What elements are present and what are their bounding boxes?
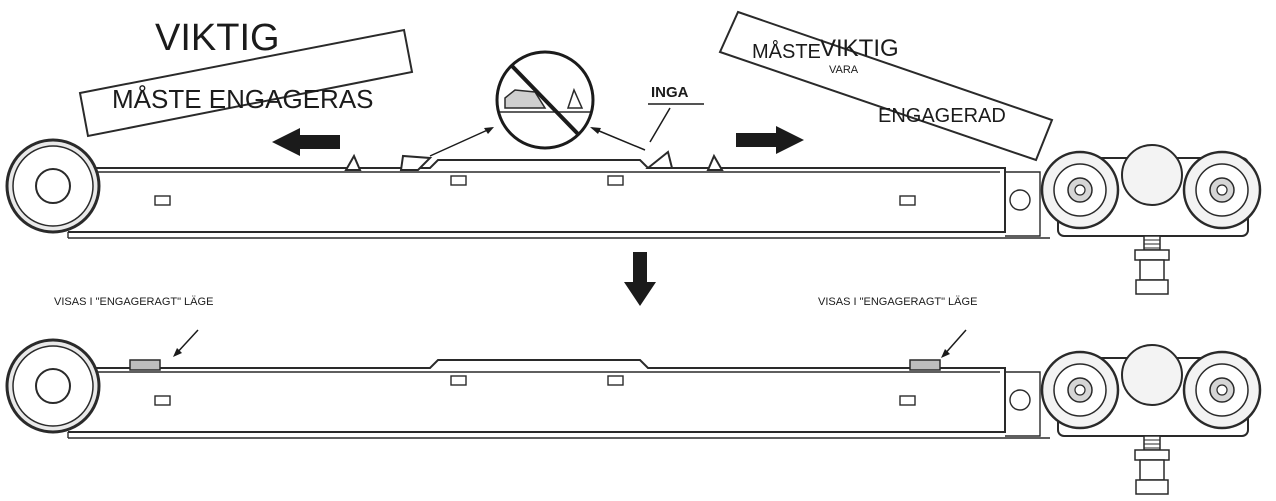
rail-slot [450, 175, 467, 186]
rail-slot [899, 395, 916, 406]
latch-tabs [344, 150, 724, 171]
engaged-note-right: VISAS I "ENGAGERAGT" LÄGE [818, 296, 977, 308]
rail-slot [899, 195, 916, 206]
engaged-note-left: VISAS I "ENGAGERAGT" LÄGE [54, 296, 213, 308]
right-sign-text: ENGAGERAD [878, 105, 1006, 127]
right-arrow-icon [736, 126, 804, 154]
right-small-text: VARA [829, 64, 859, 76]
rail-slot [607, 375, 624, 386]
rail-slot [154, 395, 171, 406]
right-title: VIKTIG [820, 35, 899, 62]
left-arrow-icon [272, 128, 340, 156]
no-label: INGA [651, 84, 689, 101]
bottom-rail [67, 359, 1050, 439]
right-warning-sign [718, 10, 1054, 162]
right-prefix: MÅSTE [752, 40, 821, 63]
pointer-lines [173, 103, 967, 358]
rail-slot [154, 195, 171, 206]
left-warning-sign [78, 28, 414, 138]
left-end-wheel [5, 338, 101, 434]
left-sign-text: MÅSTE ENGAGERAS [112, 84, 374, 114]
top-rail [67, 159, 1050, 239]
bottom-assembly [5, 338, 1262, 495]
down-arrow-icon [624, 252, 656, 306]
left-end-wheel [5, 138, 101, 234]
roller-carriage [1040, 144, 1262, 295]
prohibited-icon [495, 50, 595, 150]
rail-slot [450, 375, 467, 386]
left-title: VIKTIG [155, 17, 280, 59]
engaged-tabs [129, 359, 941, 371]
top-assembly [5, 138, 1262, 295]
rail-slot [607, 175, 624, 186]
roller-carriage [1040, 344, 1262, 495]
